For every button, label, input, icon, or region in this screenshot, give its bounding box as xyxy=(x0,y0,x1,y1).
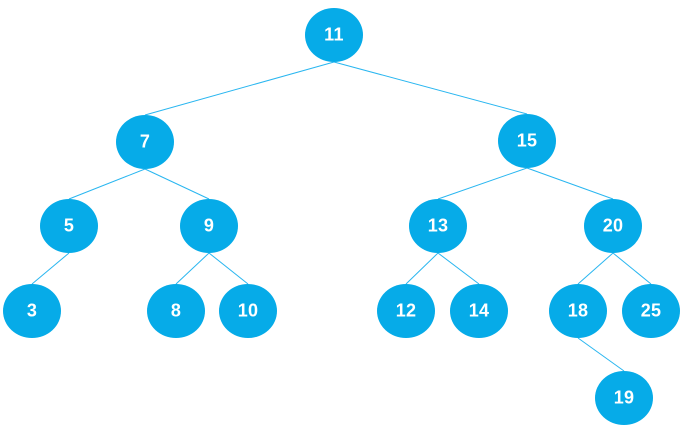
tree-node-label: 18 xyxy=(567,300,589,321)
tree-node-label: 3 xyxy=(26,300,38,321)
tree-edge xyxy=(175,252,210,285)
tree-node-label: 19 xyxy=(613,387,635,408)
tree-node-label: 14 xyxy=(468,300,490,321)
tree-node-label: 10 xyxy=(237,300,259,321)
tree-node[interactable]: 3 xyxy=(3,284,61,338)
tree-node-label: 12 xyxy=(395,300,417,321)
tree-node-label: 20 xyxy=(602,215,624,236)
tree-node[interactable]: 19 xyxy=(595,371,653,425)
tree-node-label: 8 xyxy=(170,300,182,321)
tree-node[interactable]: 15 xyxy=(498,114,556,168)
tree-node[interactable]: 8 xyxy=(147,284,205,338)
tree-node[interactable]: 14 xyxy=(450,284,508,338)
tree-edge xyxy=(526,167,614,200)
tree-edge xyxy=(437,252,480,285)
tree-node[interactable]: 5 xyxy=(40,199,98,253)
tree-edge xyxy=(333,61,528,115)
tree-node[interactable]: 11 xyxy=(305,8,363,62)
tree-node-label: 11 xyxy=(324,24,344,45)
tree-edge xyxy=(144,168,210,200)
tree-node[interactable]: 9 xyxy=(180,199,238,253)
tree-node[interactable]: 13 xyxy=(409,199,467,253)
tree-edge xyxy=(577,252,614,285)
tree-node[interactable]: 18 xyxy=(549,284,607,338)
tree-node[interactable]: 25 xyxy=(622,284,680,338)
tree-node-label: 25 xyxy=(640,300,662,321)
tree-edge xyxy=(208,252,249,285)
tree-edge xyxy=(144,61,335,116)
tree-node[interactable]: 10 xyxy=(219,284,277,338)
tree-node-label: 7 xyxy=(139,131,151,152)
tree-node[interactable]: 7 xyxy=(116,115,174,169)
tree-edge xyxy=(31,252,70,285)
tree-node-label: 13 xyxy=(427,215,449,236)
tree-node[interactable]: 20 xyxy=(584,199,642,253)
tree-edge xyxy=(577,337,625,372)
tree-node-label: 9 xyxy=(203,215,215,236)
tree-edge xyxy=(405,252,439,285)
tree-edge xyxy=(68,168,146,200)
tree-node-label: 15 xyxy=(516,130,538,151)
tree-node[interactable]: 12 xyxy=(377,284,435,338)
tree-edge xyxy=(612,252,652,285)
tree-edge xyxy=(437,167,528,200)
tree-node-label: 5 xyxy=(63,215,75,236)
